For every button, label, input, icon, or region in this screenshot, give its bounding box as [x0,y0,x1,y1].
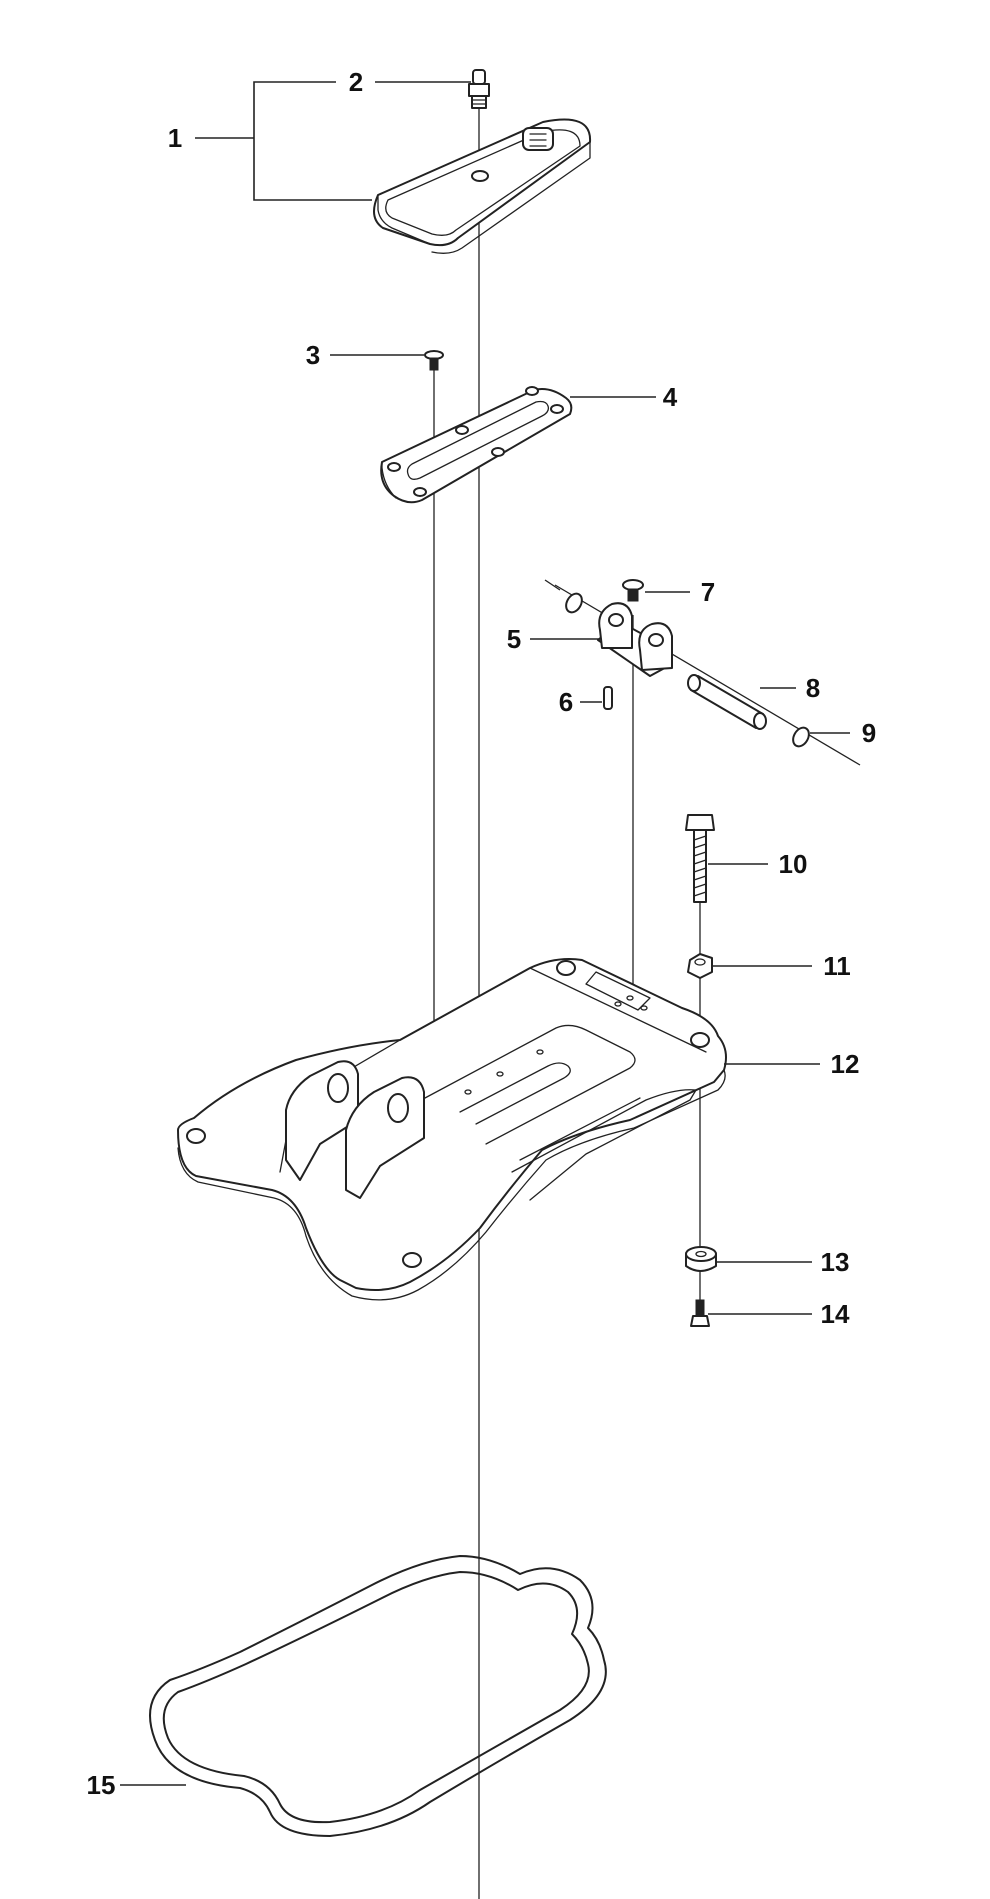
part-11-nut [687,953,713,979]
part-15-gasket [149,1555,607,1837]
part-8-sleeve [687,674,767,730]
base-plate-bolt-holes [186,960,710,1268]
callout-5: 5 [507,624,521,654]
callout-12: 12 [831,1049,860,1079]
callout-15: 15 [87,1770,116,1800]
brand-logo-icon [522,127,554,151]
callout-11: 11 [823,951,851,981]
callout-3: 3 [306,340,320,370]
callout-labels: 1 2 3 4 5 6 7 8 9 10 11 12 13 14 15 [87,67,877,1800]
part-2-grease-nipple [468,69,490,109]
callout-14: 14 [821,1299,850,1329]
callout-8: 8 [806,673,820,703]
part-1-top-cover [373,118,592,254]
callout-7: 7 [701,577,715,607]
part-14-screw [690,1299,710,1327]
leader-lines [120,81,850,1786]
part-3-screw [424,350,444,371]
part-4-guide-plate [380,386,573,504]
part-9-o-ring [565,592,810,748]
callout-10: 10 [779,849,808,879]
part-6-pin [603,686,613,710]
part-13-spacer [685,1246,717,1272]
part-5-hinge-bracket [597,602,673,677]
callout-1: 1 [168,123,182,153]
callout-4: 4 [663,382,678,412]
callout-9: 9 [862,718,876,748]
part-10-bolt [685,814,715,903]
callout-13: 13 [821,1247,850,1277]
callout-6: 6 [559,687,573,717]
callout-2: 2 [349,67,363,97]
part-12-base-plate [177,958,727,1301]
part-7-screw [622,579,644,602]
